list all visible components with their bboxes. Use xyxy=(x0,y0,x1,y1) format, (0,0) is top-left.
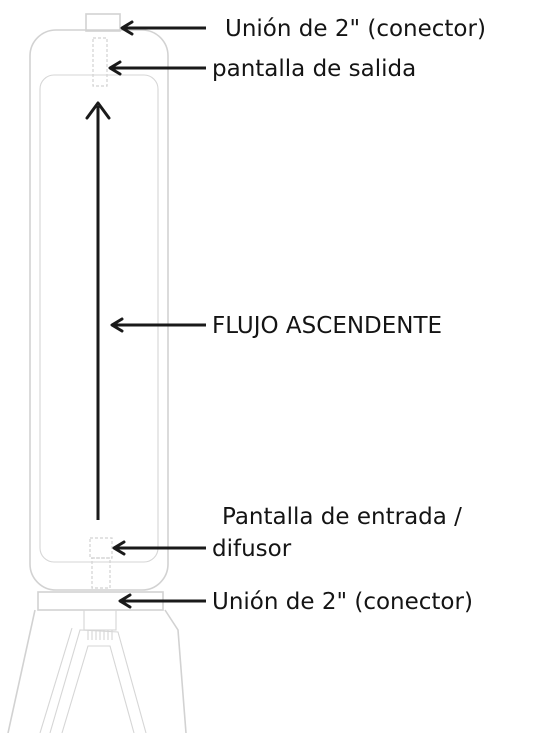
pointer-top-union xyxy=(120,20,206,36)
inlet-screen-diffuser xyxy=(89,537,113,589)
stand-legs xyxy=(7,609,187,733)
outlet-screen xyxy=(92,37,108,87)
upflow-arrow xyxy=(85,101,111,520)
label-upflow: FLUJO ASCENDENTE xyxy=(212,313,442,339)
label-outlet-screen: pantalla de salida xyxy=(212,56,416,82)
pointer-upflow xyxy=(110,317,206,333)
pointer-inlet-screen xyxy=(112,540,206,556)
label-inlet-screen-line1: Pantalla de entrada / xyxy=(222,504,462,530)
pointer-bottom-union xyxy=(118,593,206,609)
bottom-union-connector xyxy=(37,591,164,640)
tank-vessel xyxy=(29,29,169,591)
top-union-connector xyxy=(85,13,121,32)
label-inlet-screen-line2: difusor xyxy=(212,536,292,562)
label-top-union: Unión de 2" (conector) xyxy=(225,16,486,42)
pointer-outlet-screen xyxy=(108,60,206,76)
label-bottom-union: Unión de 2" (conector) xyxy=(212,589,473,615)
